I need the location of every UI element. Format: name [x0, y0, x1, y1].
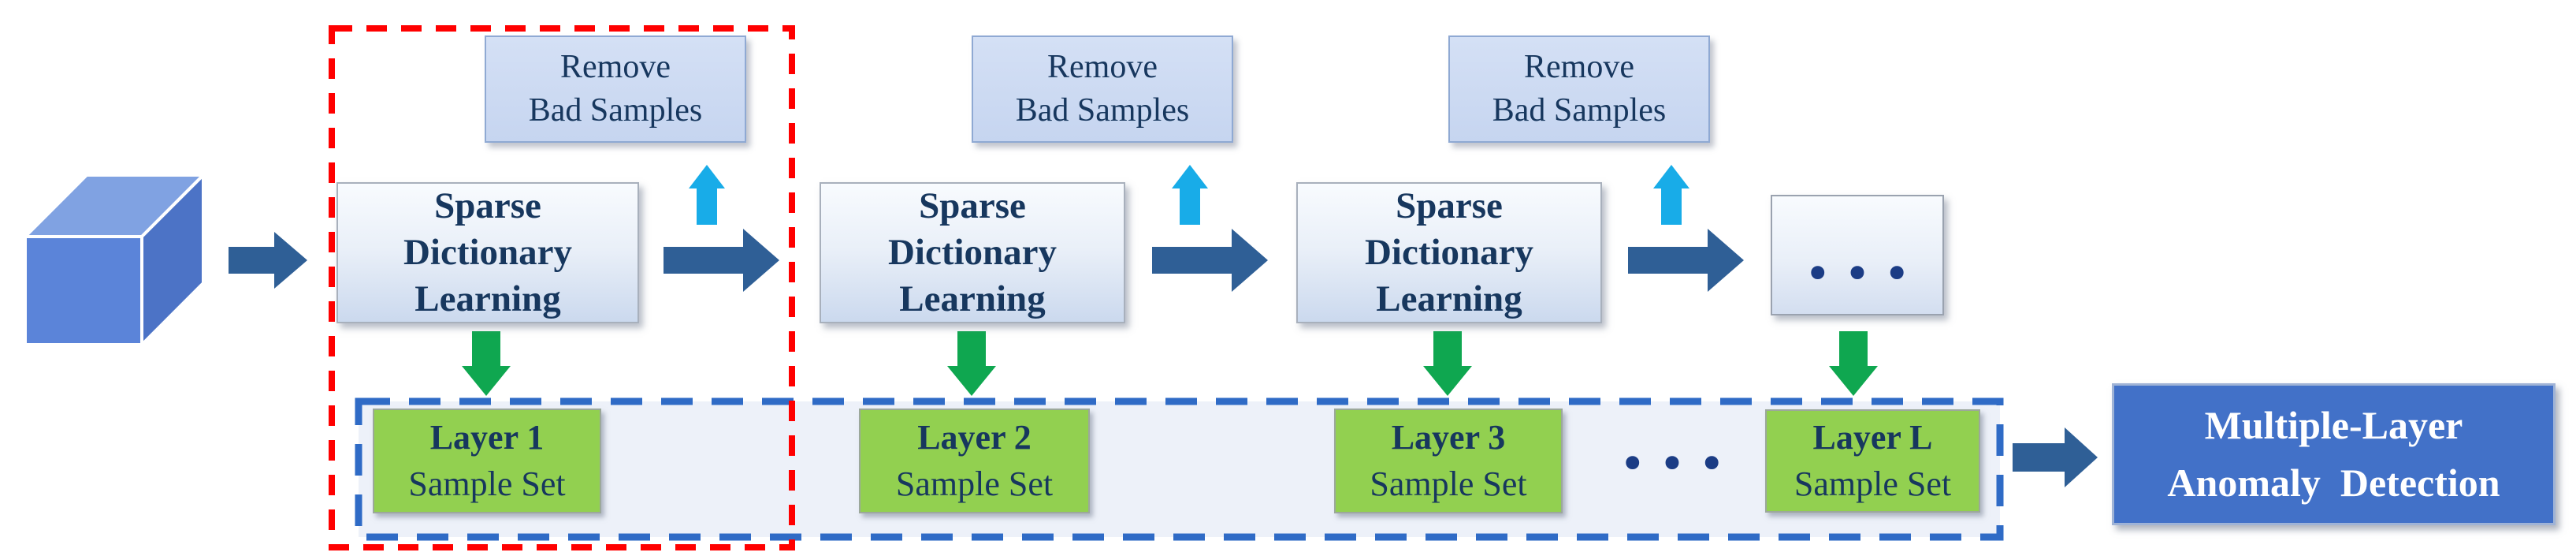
sdl-line3: Learning [1376, 278, 1522, 320]
layer-2-sample-set-box: Layer 2 Sample Set [859, 409, 1090, 513]
feedback-up-arrow-2 [1172, 165, 1208, 225]
remove-bad-samples-line2: Bad Samples [1015, 92, 1190, 129]
sdl-line2: Dictionary [1364, 231, 1534, 273]
flow-arrow-stage2-to-stage3 [1152, 229, 1268, 292]
flow-arrow-stage1-to-stage2 [664, 229, 779, 292]
layer-subtitle: Sample Set [1370, 464, 1527, 503]
sdl-line2: Dictionary [403, 231, 573, 273]
sample-down-arrow-3 [1423, 331, 1472, 396]
remove-bad-samples-line1: Remove [1047, 48, 1158, 85]
sdl-line1: Sparse [919, 185, 1026, 226]
remove-bad-samples-line1: Remove [560, 48, 671, 85]
layer-title: Layer 3 [1391, 417, 1506, 457]
output-line1: Multiple-Layer [2204, 403, 2463, 447]
layer-title: Layer 1 [429, 417, 545, 457]
remove-bad-samples-box-3: Remove Bad Samples [1448, 35, 1710, 143]
layer-subtitle: Sample Set [408, 464, 566, 503]
sdl-line1: Sparse [434, 185, 541, 226]
remove-bad-samples-box-1: Remove Bad Samples [485, 35, 746, 143]
remove-bad-samples-box-2: Remove Bad Samples [972, 35, 1233, 143]
sdl-line3: Learning [414, 278, 561, 320]
feedback-up-arrow-3 [1653, 165, 1689, 225]
layer-title: Layer L [1812, 417, 1933, 457]
layer-L-sample-set-box: Layer L Sample Set [1765, 409, 1980, 513]
layer-sample-sets-dashed-region [355, 397, 2004, 541]
output-flow-arrow [2013, 427, 2098, 487]
sample-down-arrow-1 [462, 331, 511, 396]
remove-bad-samples-line2: Bad Samples [528, 92, 703, 129]
layer-3-sample-set-box: Layer 3 Sample Set [1334, 409, 1563, 513]
sparse-dictionary-learning-box-2: Sparse Dictionary Learning [820, 182, 1125, 323]
sample-down-arrow-2 [947, 331, 996, 396]
output-line2: Anomaly Detection [2167, 461, 2500, 505]
feedback-up-arrow-1 [689, 165, 725, 225]
input-flow-arrow [229, 232, 307, 289]
input-data-cube-icon [21, 171, 207, 349]
between-layers-ellipsis-dots: ••• [1619, 437, 1738, 491]
continuation-ellipsis-box: ••• [1771, 195, 1944, 315]
remove-bad-samples-line1: Remove [1524, 48, 1634, 85]
sparse-dictionary-learning-box-3: Sparse Dictionary Learning [1296, 182, 1602, 323]
layer-title: Layer 2 [917, 417, 1032, 457]
sample-down-arrow-4 [1829, 331, 1878, 396]
layer-subtitle: Sample Set [895, 464, 1054, 503]
sdl-line2: Dictionary [887, 231, 1058, 273]
flow-arrow-stage3-to-continuation [1628, 229, 1744, 292]
layer-1-sample-set-box: Layer 1 Sample Set [373, 409, 601, 513]
sdl-line1: Sparse [1396, 185, 1503, 226]
multiple-layer-anomaly-detection-box: Multiple-Layer Anomaly Detection [2112, 383, 2556, 525]
layer-subtitle: Sample Set [1794, 464, 1952, 503]
sdl-line3: Learning [899, 278, 1046, 320]
sparse-dictionary-learning-box-1: Sparse Dictionary Learning [336, 182, 639, 323]
remove-bad-samples-line2: Bad Samples [1492, 92, 1667, 129]
continuation-ellipsis-dots: ••• [1804, 247, 1924, 300]
